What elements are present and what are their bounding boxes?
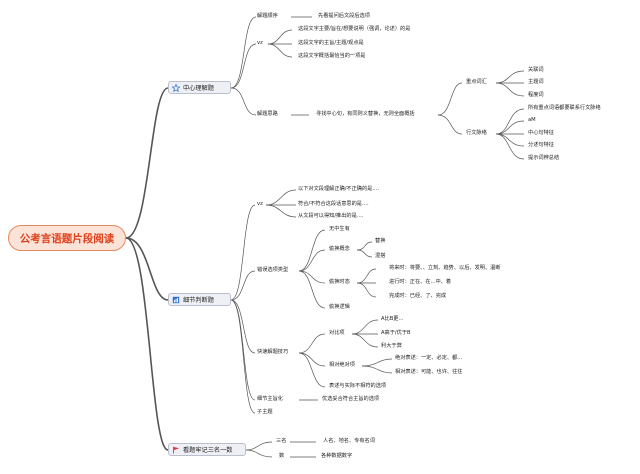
topic[interactable]: 子主题 (257, 409, 273, 415)
topic[interactable]: 符合/不符合这段话意思的是.... (298, 201, 369, 207)
topic-note[interactable]: 人名、地名、专有名词 (323, 438, 375, 444)
branch-label: 中心理解题 (183, 85, 214, 92)
topic[interactable]: 以下对文段理解正确/不正确的是.... (298, 186, 379, 192)
topic-note[interactable]: 先看提问后文段后选项 (318, 13, 370, 19)
topic-note[interactable]: 优选妥合符合主旨的选项 (322, 396, 380, 402)
topic[interactable]: aM (528, 117, 536, 123)
topic[interactable]: 提示词辨总结 (528, 155, 560, 161)
branch-names-numbers[interactable]: 看题牢记三名一数 (168, 443, 246, 456)
topic[interactable]: 进行时：正在、在...中、着 (389, 279, 452, 285)
topic[interactable]: 偷换时态 (329, 279, 350, 285)
root-label: 公考言语题片段阅读 (19, 232, 115, 245)
branch-label: 细节判断题 (183, 297, 214, 304)
topic[interactable]: 将来时：将要、、立刻、趋势、以后、发明、温断 (389, 265, 501, 271)
topic[interactable]: 表述与实际不相符的选项 (329, 383, 387, 389)
topic[interactable]: 重点词汇 (466, 79, 487, 85)
topic[interactable]: 主题词 (528, 79, 544, 85)
topic[interactable]: 偷换概念 (329, 246, 350, 252)
topic[interactable]: A比B更... (381, 316, 404, 322)
topic[interactable]: 偷换逻辑 (329, 304, 350, 310)
topic[interactable]: 利大于弊 (381, 343, 402, 349)
root-topic[interactable]: 公考言语题片段阅读 (8, 225, 126, 251)
topic[interactable]: 从文段可以得知/推出的是.... (298, 213, 364, 219)
topic[interactable]: 程度词 (528, 92, 544, 98)
star-icon (172, 83, 180, 92)
topic[interactable]: 解题思路 (257, 111, 278, 117)
topic[interactable]: A高于/优于B (381, 330, 411, 336)
topic[interactable]: 对比项 (329, 330, 345, 336)
topic[interactable]: 关联词 (528, 67, 544, 73)
topic[interactable]: 完成时：已经、了、完成 (389, 293, 447, 299)
topic[interactable]: 混搭 (375, 253, 386, 259)
topic[interactable]: vz (257, 40, 263, 46)
topic[interactable]: 快速解题技巧 (257, 349, 289, 355)
topic[interactable]: 这段文字概括最恰当的一项是 (298, 53, 366, 59)
branch-detail[interactable]: 细节判断题 (168, 293, 231, 306)
topic[interactable]: 绝对表述：一定、必定、都... (395, 355, 463, 361)
topic[interactable]: 数 (279, 453, 285, 459)
topic[interactable]: 细节主旨化 (257, 396, 283, 402)
branch-label: 看题牢记三名一数 (183, 447, 233, 454)
branch-main-idea[interactable]: 中心理解题 (168, 81, 231, 94)
bar-chart-icon (172, 296, 180, 304)
topic[interactable]: 错误选项类型 (257, 267, 289, 273)
topic[interactable]: 三名 (276, 438, 287, 444)
topic-note[interactable]: 寻找中心句，有同则义替换，无则全面概括 (316, 111, 415, 117)
topic[interactable]: 相对绝对项 (329, 362, 355, 368)
topic[interactable]: 中心句特征 (528, 130, 554, 136)
flag-icon (172, 446, 180, 454)
topic[interactable]: 相对表述：可能、也许、往往 (395, 369, 463, 375)
topic[interactable]: 分述句特征 (528, 142, 554, 148)
topic-note[interactable]: 各种数据数字 (321, 453, 353, 459)
topic[interactable]: 解题顺序 (257, 13, 278, 19)
topic[interactable]: 这段文字的主旨/主题/观点是 (298, 40, 364, 46)
topic[interactable]: 无中生有 (329, 226, 350, 232)
topic[interactable]: 这段文字主要/旨在/想要说明（强调，论述）的是 (298, 26, 411, 32)
topic[interactable]: 所有重点词语都要联系行文脉络 (528, 105, 601, 111)
topic[interactable]: vz (257, 201, 263, 207)
topic[interactable]: 替换 (375, 238, 386, 244)
topic[interactable]: 行文脉络 (466, 130, 487, 136)
